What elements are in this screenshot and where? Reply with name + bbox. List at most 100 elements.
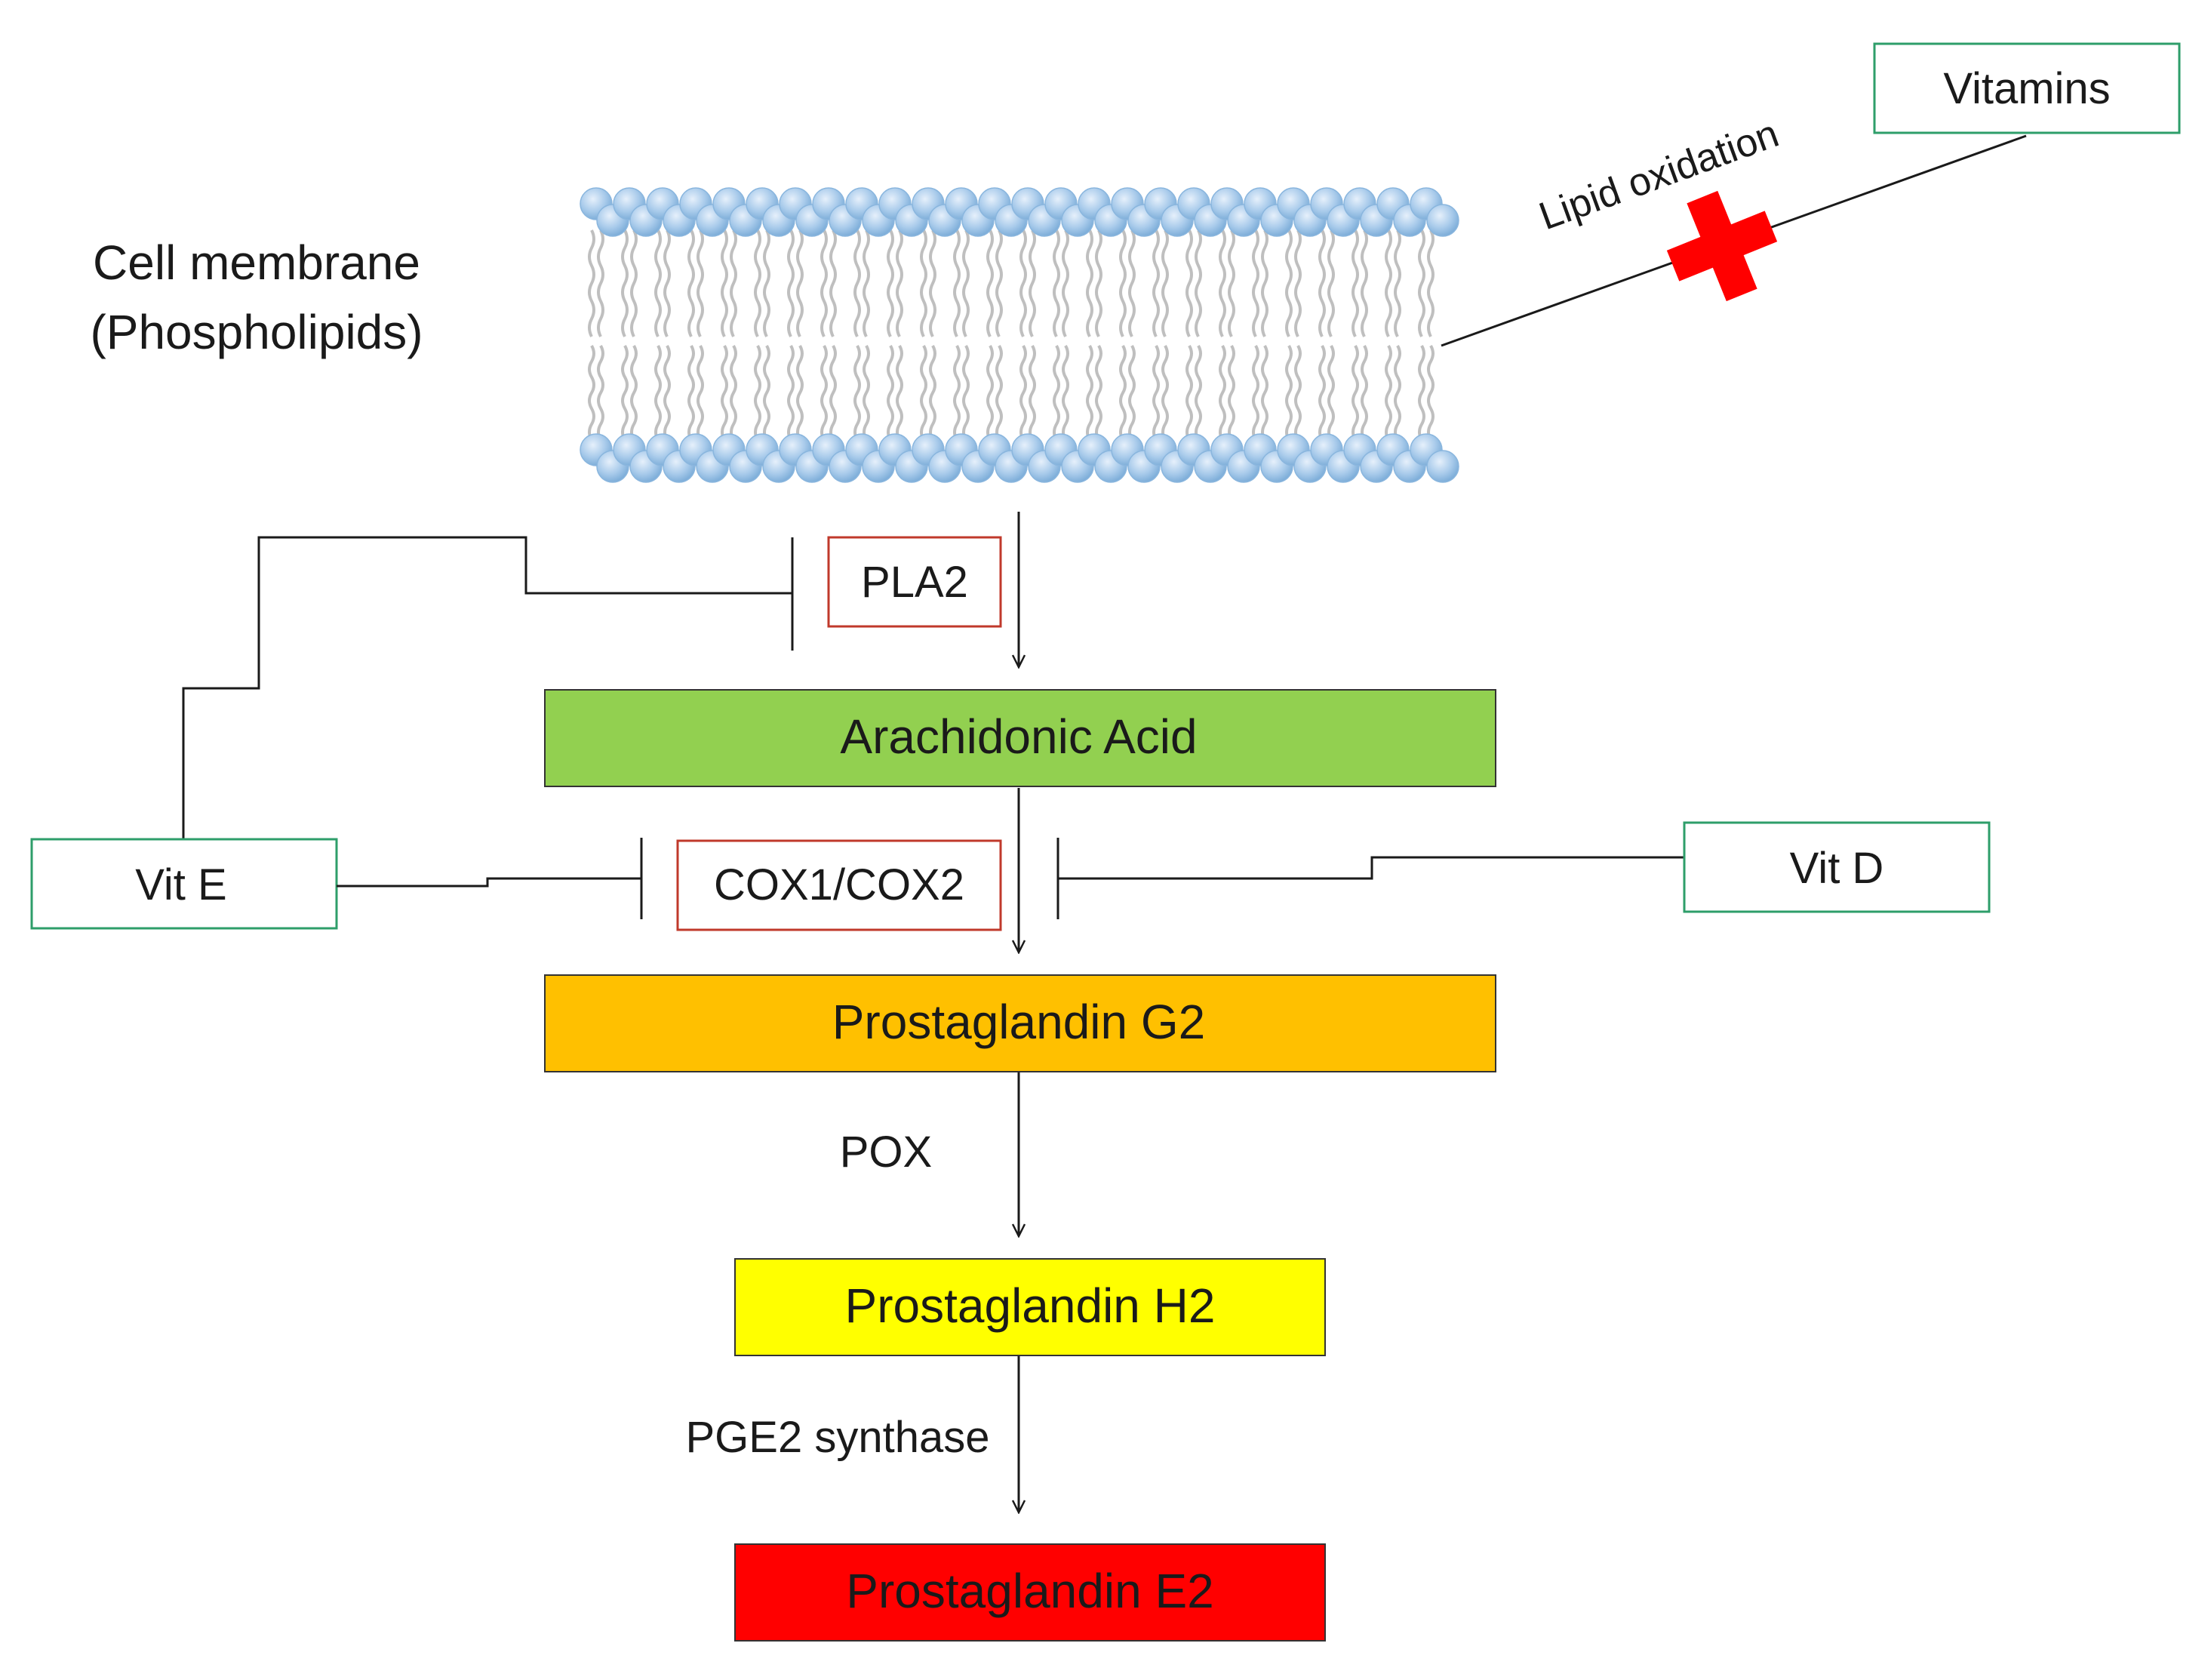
lipid-tail <box>920 229 927 337</box>
vit-e-label: Vit E <box>135 860 226 909</box>
arachidonic-acid-box: Arachidonic Acid <box>544 689 1496 787</box>
lipid-tail <box>721 345 728 441</box>
lipid-tail <box>820 345 828 441</box>
lipid-tail <box>1318 229 1326 337</box>
vit-d-cox-inhibition-line <box>1058 856 1684 880</box>
lipid-tail <box>730 345 737 441</box>
lipid-tail <box>1019 345 1027 441</box>
vit-e-pla2-inhibition-line <box>182 536 792 839</box>
lipid-tail <box>1053 229 1060 337</box>
lipid-tail <box>995 345 1003 441</box>
prostaglandin-e2-box: Prostaglandin E2 <box>734 1543 1326 1642</box>
lipid-tail <box>1053 345 1060 441</box>
lipid-tail <box>787 345 795 441</box>
lipid-tail <box>829 345 837 441</box>
pla2-enzyme-box: PLA2 <box>827 536 1002 628</box>
pla2-label: PLA2 <box>861 558 968 607</box>
lipid-tail <box>687 229 695 337</box>
vit-e-box: Vit E <box>30 838 338 930</box>
lipid-tail <box>1128 229 1136 337</box>
lipid-tail <box>1128 345 1136 441</box>
lipid-tail <box>730 229 737 337</box>
vit-e-cox-inhibition-line <box>337 877 641 888</box>
lipid-tail <box>1228 229 1235 337</box>
lipid-tail <box>829 229 837 337</box>
lipid-tail <box>1327 229 1335 337</box>
lipid-tail <box>754 229 761 337</box>
lipid-tail <box>597 229 604 337</box>
lipid-tail <box>1352 345 1359 441</box>
lipid-tail <box>1161 345 1169 441</box>
lipid-tail <box>1261 229 1268 337</box>
lipid-tail <box>929 229 936 337</box>
lipid-tail <box>920 345 927 441</box>
lipid-tail <box>630 229 638 337</box>
lipid-tail <box>986 345 994 441</box>
prostaglandin-g2-box: Prostaglandin G2 <box>544 974 1496 1072</box>
lipid-tail <box>1228 345 1235 441</box>
lipid-tail <box>1062 345 1069 441</box>
prostaglandin-g2-label: Prostaglandin G2 <box>832 995 1206 1049</box>
vitamins-label: Vitamins <box>1943 64 2110 113</box>
lipid-tail <box>1119 229 1127 337</box>
lipid-tail <box>1285 229 1293 337</box>
lipid-tail <box>621 345 629 441</box>
lipid-tail <box>820 229 828 337</box>
lipid-tail <box>588 345 595 441</box>
vit-d-box: Vit D <box>1683 821 1991 913</box>
lipid-tail <box>1385 345 1392 441</box>
lipid-tail <box>1318 345 1326 441</box>
lipid-tail <box>654 345 662 441</box>
lipid-tail <box>597 345 604 441</box>
lipid-tail <box>1394 345 1401 441</box>
lipid-tail <box>787 229 795 337</box>
lipid-tail <box>1361 229 1368 337</box>
prostaglandin-h2-label: Prostaglandin H2 <box>845 1278 1216 1333</box>
lipid-tail <box>1019 229 1027 337</box>
lipid-tail <box>962 229 970 337</box>
lipid-tail <box>1185 345 1193 441</box>
phospholipid-bilayer-icon <box>580 187 1459 483</box>
lipid-tail <box>887 229 894 337</box>
cox-enzyme-box: COX1/COX2 <box>676 839 1002 931</box>
lipid-tail <box>687 345 695 441</box>
vit-d-label: Vit D <box>1790 844 1884 893</box>
lipid-tail <box>1327 345 1335 441</box>
lipid-tail <box>896 229 903 337</box>
lipid-tail <box>953 229 961 337</box>
lipid-tail <box>929 345 936 441</box>
lipid-tail <box>1195 345 1202 441</box>
lipid-tail <box>1219 229 1226 337</box>
arachidonic-acid-label: Arachidonic Acid <box>840 709 1197 764</box>
lipid-tail <box>663 229 671 337</box>
membrane-label-line2: (Phospholipids) <box>90 305 423 359</box>
lipid-tail <box>887 345 894 441</box>
lipid-tail <box>1152 229 1160 337</box>
lipid-tail <box>630 345 638 441</box>
lipid-tail <box>1385 229 1392 337</box>
lipid-tail <box>853 345 861 441</box>
lipid-tail <box>796 345 804 441</box>
lipid-tail <box>1062 229 1069 337</box>
membrane-label-line1: Cell membrane <box>93 235 420 290</box>
lipid-tail <box>1427 345 1435 441</box>
lipid-tail <box>1418 229 1425 337</box>
lipid-head <box>1426 450 1459 483</box>
lipid-tail <box>663 345 671 441</box>
lipid-tail <box>986 229 994 337</box>
lipid-tail <box>1095 229 1102 337</box>
lipid-tail <box>763 345 770 441</box>
cox-label: COX1/COX2 <box>714 860 964 909</box>
pge2-synthase-label: PGE2 synthase <box>686 1413 990 1462</box>
lipid-tail <box>1261 345 1268 441</box>
pox-label: POX <box>840 1128 933 1177</box>
lipid-tail <box>721 229 728 337</box>
lipid-tail <box>1252 229 1259 337</box>
lipid-tail <box>1152 345 1160 441</box>
lipid-tail <box>754 345 761 441</box>
lipid-tail <box>654 229 662 337</box>
lipid-tail <box>1095 345 1102 441</box>
lipid-tail <box>1185 229 1193 337</box>
lipid-tail <box>1294 229 1302 337</box>
